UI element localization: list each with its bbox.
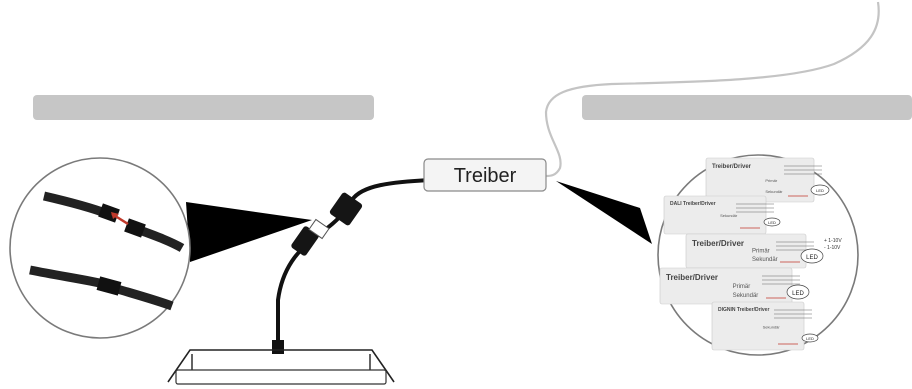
- cable-plug: [272, 340, 284, 354]
- led-label: LED: [816, 188, 824, 193]
- schematic-row-label: Primär: [752, 249, 770, 255]
- schematic-card-title: Treiber/Driver: [692, 239, 744, 248]
- schematic-row-label: Sekundär: [733, 293, 759, 299]
- led-label: LED: [768, 220, 776, 225]
- schematic-row-label: Primär: [733, 284, 751, 290]
- dim-label: - 1-10V: [824, 245, 841, 251]
- schematic-row-label: Primär: [765, 178, 777, 183]
- led-label: LED: [806, 255, 818, 261]
- driver-label: Treiber: [454, 165, 517, 187]
- ceiling-bar-left: [33, 95, 374, 120]
- callout-pointer-right: [556, 181, 652, 244]
- led-label: LED: [792, 291, 804, 297]
- schematic-card-title: Treiber/Driver: [712, 164, 752, 170]
- mains-wire: [544, 1, 880, 178]
- led-badge: [786, 284, 810, 300]
- recessed-luminaire: [167, 349, 395, 385]
- connector-sleeve: [308, 218, 330, 240]
- schematic-row-label: Sekundär: [752, 257, 778, 263]
- dim-label: + 1-10V: [824, 238, 842, 244]
- schematic-row-label: Sekundär: [763, 324, 781, 329]
- led-label: LED: [806, 336, 814, 341]
- led-badge: [800, 248, 824, 264]
- schematic-card-title: DALI Treiber/Driver: [670, 201, 716, 207]
- connector-lower: [291, 226, 319, 256]
- ceiling-bar-right: [582, 95, 912, 120]
- schematic-row-label: Sekundär: [765, 189, 783, 194]
- callout-pointer-left: [186, 202, 312, 262]
- driver-box: [423, 158, 547, 192]
- connector-upper: [329, 192, 363, 226]
- led-badge: [810, 184, 830, 196]
- schematic-row-label: Sekundär: [720, 213, 738, 218]
- connector-detail-magnifier: [9, 157, 191, 339]
- schematic-card-title: DIGNIN Treiber/Driver: [718, 307, 769, 313]
- schematic-card-title: Treiber/Driver: [666, 273, 718, 282]
- led-badge: [801, 333, 819, 343]
- led-badge: [763, 217, 781, 227]
